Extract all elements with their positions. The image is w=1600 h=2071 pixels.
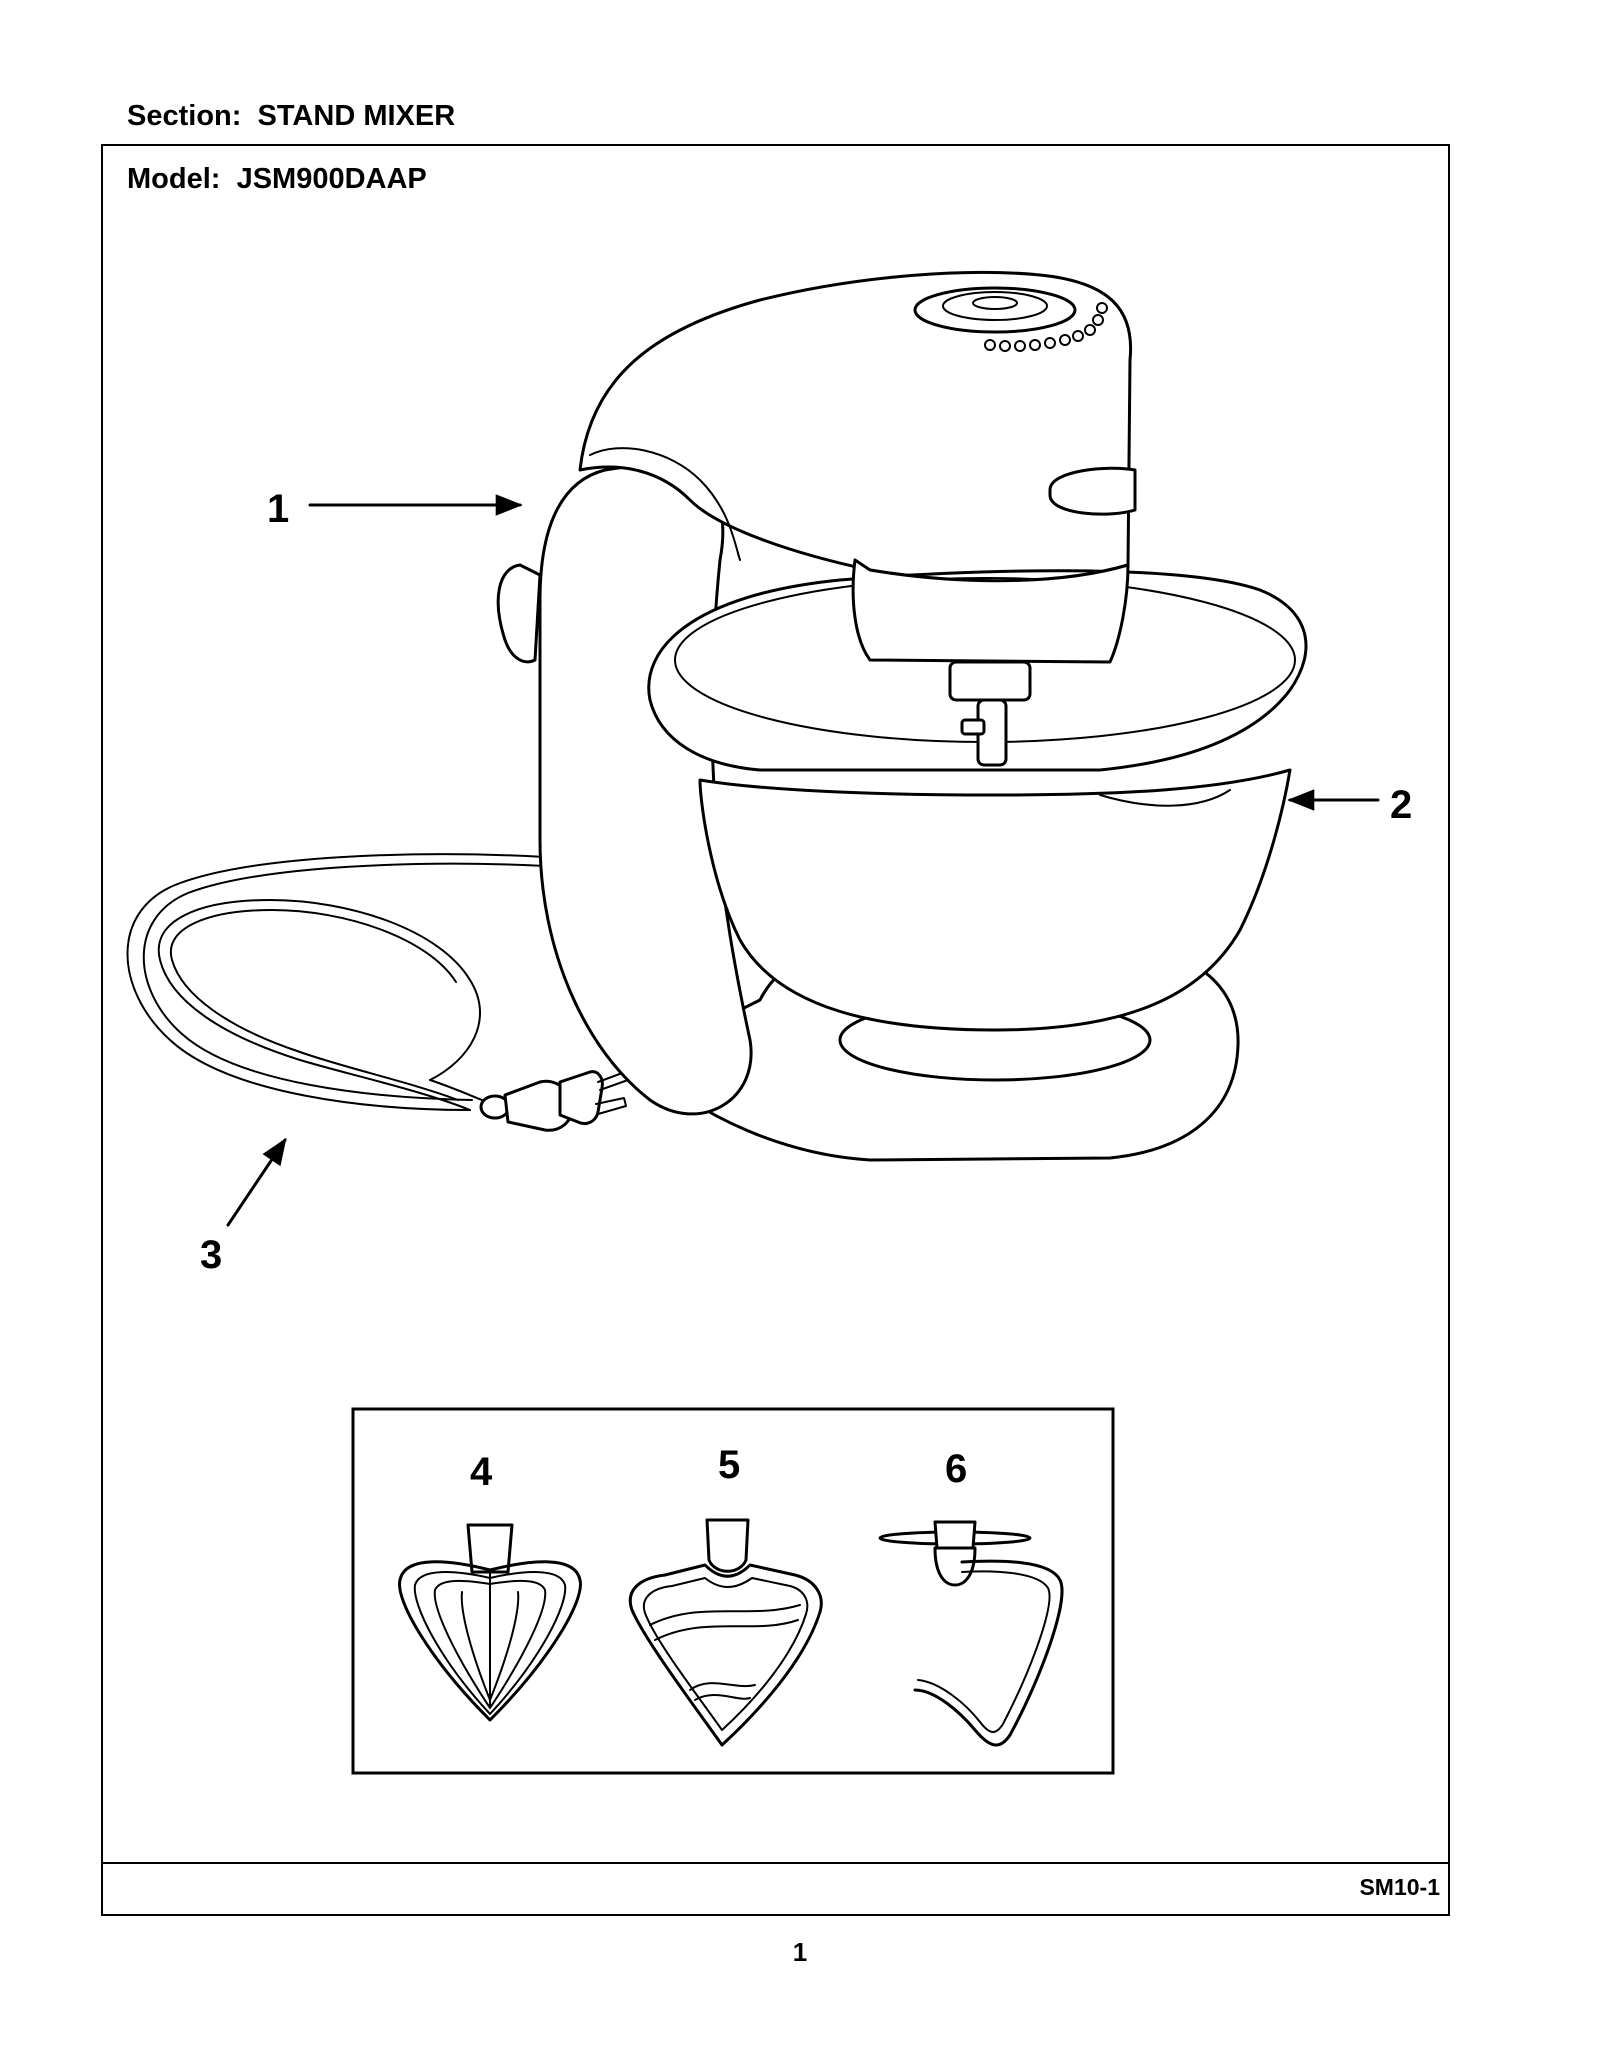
- flat-beater-illustration: [628, 1518, 823, 1747]
- footer-code: SM10-1: [1359, 1874, 1440, 1900]
- model-title: Model: JSM900DAAP: [127, 163, 427, 196]
- section-label: Section:: [127, 100, 242, 132]
- callout-2: 2: [1390, 783, 1412, 827]
- leader-arrows: [226, 494, 1380, 1227]
- callout-6: 6: [945, 1447, 967, 1491]
- dough-hook-illustration: [878, 1520, 1064, 1747]
- model-value: JSM900DAAP: [236, 163, 427, 195]
- callout-5: 5: [718, 1443, 740, 1487]
- section-title: Section: STAND MIXER: [127, 100, 455, 133]
- diagram-frame: [101, 144, 1450, 1916]
- page-number: 1: [792, 1937, 808, 1967]
- callout-3: 3: [200, 1233, 222, 1277]
- section-value: STAND MIXER: [257, 100, 456, 132]
- footer-divider: [101, 1862, 1450, 1864]
- model-label: Model:: [127, 163, 221, 195]
- accessories-box: [351, 1407, 1115, 1775]
- power-cord: [126, 853, 629, 1132]
- speed-dots: [984, 302, 1108, 352]
- callout-4: 4: [470, 1450, 493, 1494]
- whisk-illustration: [398, 1523, 582, 1722]
- callout-1: 1: [267, 487, 289, 531]
- mixer-body: [496, 270, 1308, 1162]
